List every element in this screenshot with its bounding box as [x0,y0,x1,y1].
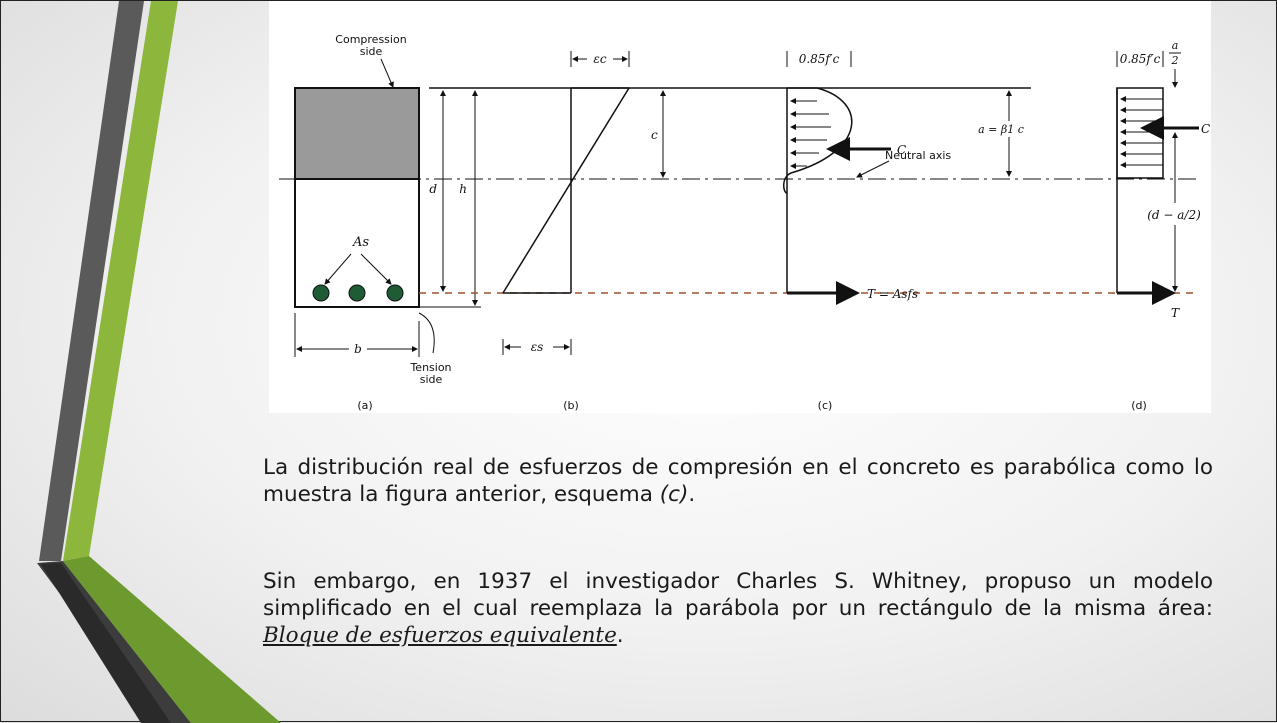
dim-b-label: b [354,342,362,356]
rebar [312,284,330,302]
neutral-axis-label: Neutral axis [885,149,951,162]
steel-area-label: As [352,235,369,250]
tension-side-label-1: Tension [409,361,451,374]
force-t-label-c: T = Asfs [867,287,918,301]
force-c-label-d: C [1201,122,1210,136]
compression-block [294,87,420,180]
parabolic-stress-diagram: C T = Asfs 0.85f′c Neutral axis (c) [783,51,951,412]
compression-side-label-2: side [360,45,383,58]
strain-bottom-label: εs [531,340,544,354]
paragraph-whitney-model: Sin embargo, en 1937 el investigador Cha… [263,568,1213,649]
reinforced-concrete-figure: Compression side As b Tension side d [269,1,1211,413]
para2-end: . [616,623,624,648]
a-equation-label: a = β1 c [978,123,1024,136]
dim-c-label: c [651,128,658,142]
a-half-den: 2 [1171,54,1179,67]
caption-a: (a) [357,399,372,412]
rebar [386,284,404,302]
strain-top-label: εc [593,52,606,66]
para1-text: La distribución real de esfuerzos de com… [263,455,1213,507]
a-half-num: a [1172,39,1179,52]
compression-side-label-1: Compression [335,33,406,46]
para2-text: Sin embargo, en 1937 el investigador Cha… [263,569,1213,621]
caption-b: (b) [563,399,579,412]
paragraph-parabolic-distribution: La distribución real de esfuerzos de com… [263,454,1213,508]
caption-c: (c) [818,399,833,412]
stress-c-label: 0.85f′c [799,52,840,66]
dim-h-label: h [459,182,467,196]
caption-d: (d) [1131,399,1147,412]
tension-side-label-2: side [420,373,443,386]
equivalent-block-diagram: C T 0.85f′c a = β1 c a 2 (d − a/2) (d) [969,39,1211,412]
beam-outline [294,87,420,308]
strain-diagram: εc εs c (b) [502,51,666,412]
decorative-stripes [37,1,281,723]
para1-italic-ref: (c) [659,482,689,507]
lever-arm-label: (d − a/2) [1147,208,1201,222]
para1-end: . [688,482,696,507]
rebar [348,284,366,302]
force-c-label-c: C [897,143,906,157]
equivalent-stress-block-link[interactable]: Bloque de esfuerzos equivalente [263,623,617,648]
dim-d-label: d [429,182,437,196]
stress-d-label: 0.85f′c [1120,52,1161,66]
section-a: Compression side As b Tension side d [294,33,481,412]
force-t-label-d: T [1171,306,1180,320]
